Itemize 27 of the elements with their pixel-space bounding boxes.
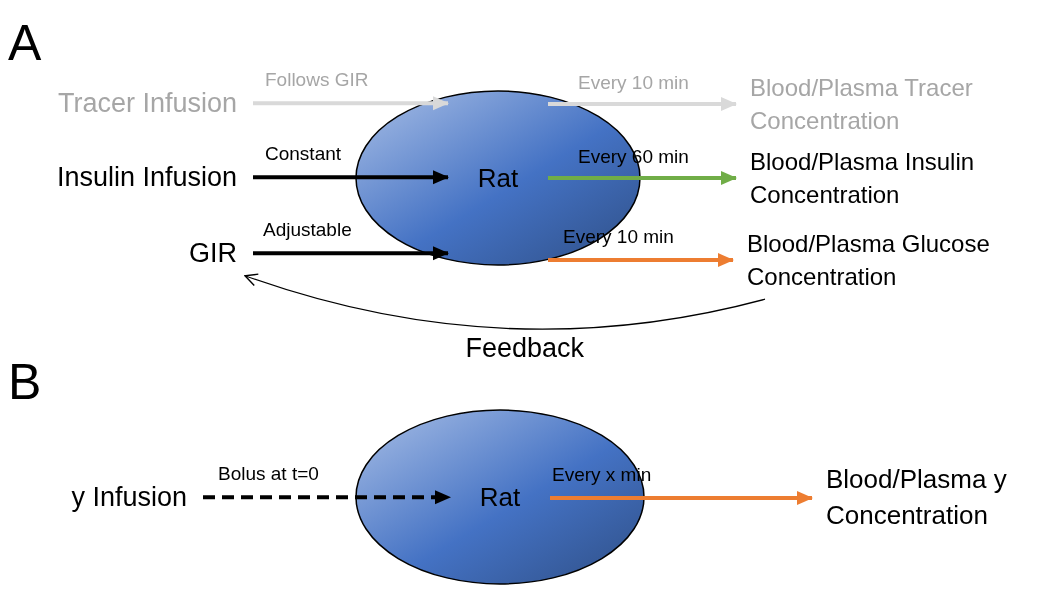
arrow: [253, 170, 449, 185]
node-text: Blood/Plasma Glucose Concentration: [747, 227, 1037, 294]
arrow: [548, 97, 737, 112]
arrow: [548, 253, 734, 268]
node-text: y Infusion: [71, 478, 187, 516]
edge-label: Every 10 min: [578, 72, 689, 95]
arrow: [548, 171, 737, 186]
node-text: Blood/Plasma y Concentration: [826, 462, 1041, 534]
arrow: [253, 246, 449, 261]
arrow: [253, 96, 449, 111]
node-text: Blood/Plasma Tracer Concentration: [750, 71, 1030, 138]
panel-letter: B: [8, 357, 42, 407]
node-text: GIR: [189, 234, 237, 272]
edge-label: Adjustable: [263, 219, 352, 242]
arrow: [550, 490, 813, 505]
edge-label: Bolus at t=0: [218, 463, 319, 486]
edge-label: Follows GIR: [265, 69, 369, 92]
node-label: Rat: [477, 162, 519, 194]
node-label: Rat: [479, 481, 521, 513]
node-text: Blood/Plasma Insulin Concentration: [750, 145, 1030, 212]
arrow: [203, 490, 451, 505]
node-text: Tracer Infusion: [57, 84, 237, 122]
arrow: [244, 273, 766, 330]
panel-letter: A: [8, 18, 42, 68]
edge-label: Feedback: [465, 333, 585, 365]
node-text: Insulin Infusion: [56, 158, 237, 196]
edge-label: Constant: [265, 143, 342, 166]
